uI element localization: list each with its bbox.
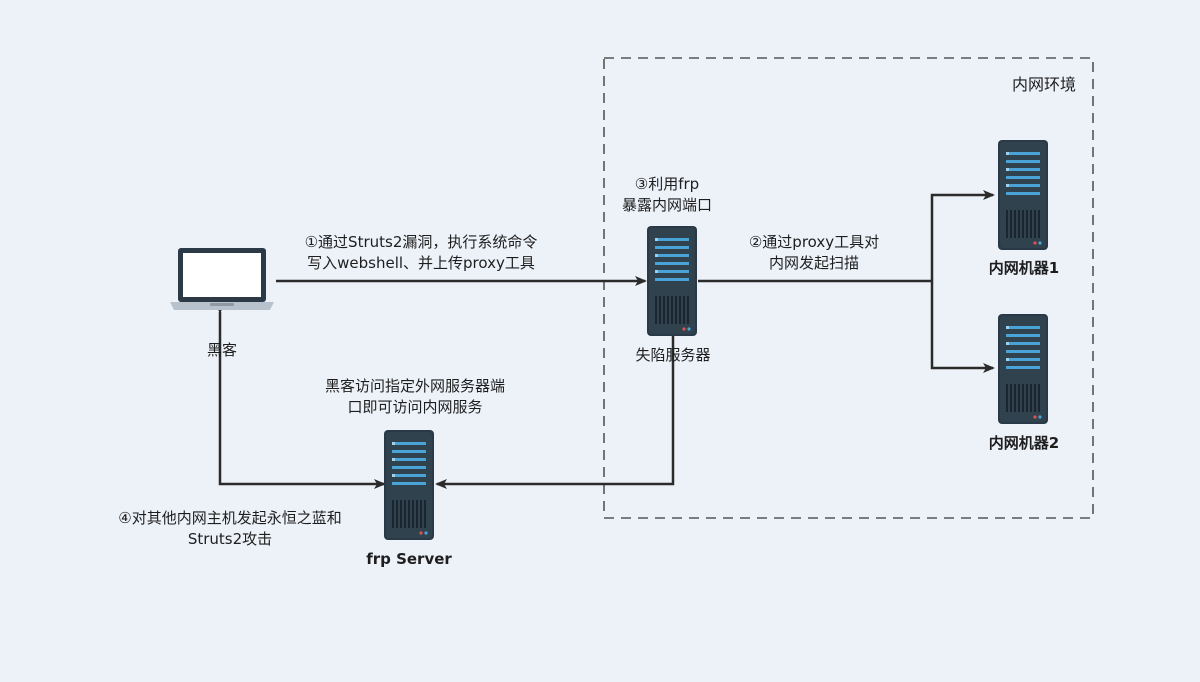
step4-label: ④对其他内网主机发起永恒之蓝和 Struts2攻击 xyxy=(80,508,380,550)
server-icon xyxy=(998,314,1048,424)
step1-label: ①通过Struts2漏洞，执行系统命令 写入webshell、并上传proxy工… xyxy=(266,232,576,274)
region-label: 内网环境 xyxy=(1011,75,1076,94)
step1-line2: 写入webshell、并上传proxy工具 xyxy=(307,254,535,272)
step3-line1: ③利用frp xyxy=(634,175,700,193)
step4-line2: Struts2攻击 xyxy=(187,530,273,548)
arrow-to-internal1 xyxy=(930,190,995,281)
node-label-hacker: 黑客 xyxy=(206,341,237,359)
node-label-frp-server: frp Server xyxy=(366,550,452,568)
access-line2: 口即可访问内网服务 xyxy=(347,398,483,416)
internal-network-region xyxy=(603,57,1094,519)
arrow-frp-to-hacker xyxy=(215,302,386,489)
node-label-internal2: 内网机器2 xyxy=(988,434,1060,452)
step4-line1: ④对其他内网主机发起永恒之蓝和 xyxy=(118,509,342,527)
step3-label: ③利用frp 暴露内网端口 xyxy=(602,174,732,216)
server-icon xyxy=(998,140,1048,250)
arrow-to-internal2 xyxy=(930,281,995,373)
node-label-compromised: 失陷服务器 xyxy=(635,346,711,364)
laptop-icon xyxy=(170,248,274,310)
access-label: 黑客访问指定外网服务器端 口即可访问内网服务 xyxy=(300,376,530,418)
access-line1: 黑客访问指定外网服务器端 xyxy=(324,377,505,395)
step1-line1: ①通过Struts2漏洞，执行系统命令 xyxy=(304,233,538,251)
step2-line2: 内网发起扫描 xyxy=(768,254,859,272)
node-label-internal1: 内网机器1 xyxy=(988,259,1060,277)
step2-label: ②通过proxy工具对 内网发起扫描 xyxy=(724,232,904,274)
step2-line1: ②通过proxy工具对 xyxy=(748,233,880,251)
step3-line2: 暴露内网端口 xyxy=(621,196,712,214)
server-icon xyxy=(384,430,434,540)
arrow-compromised-to-frp xyxy=(435,336,675,489)
server-icon xyxy=(647,226,697,336)
